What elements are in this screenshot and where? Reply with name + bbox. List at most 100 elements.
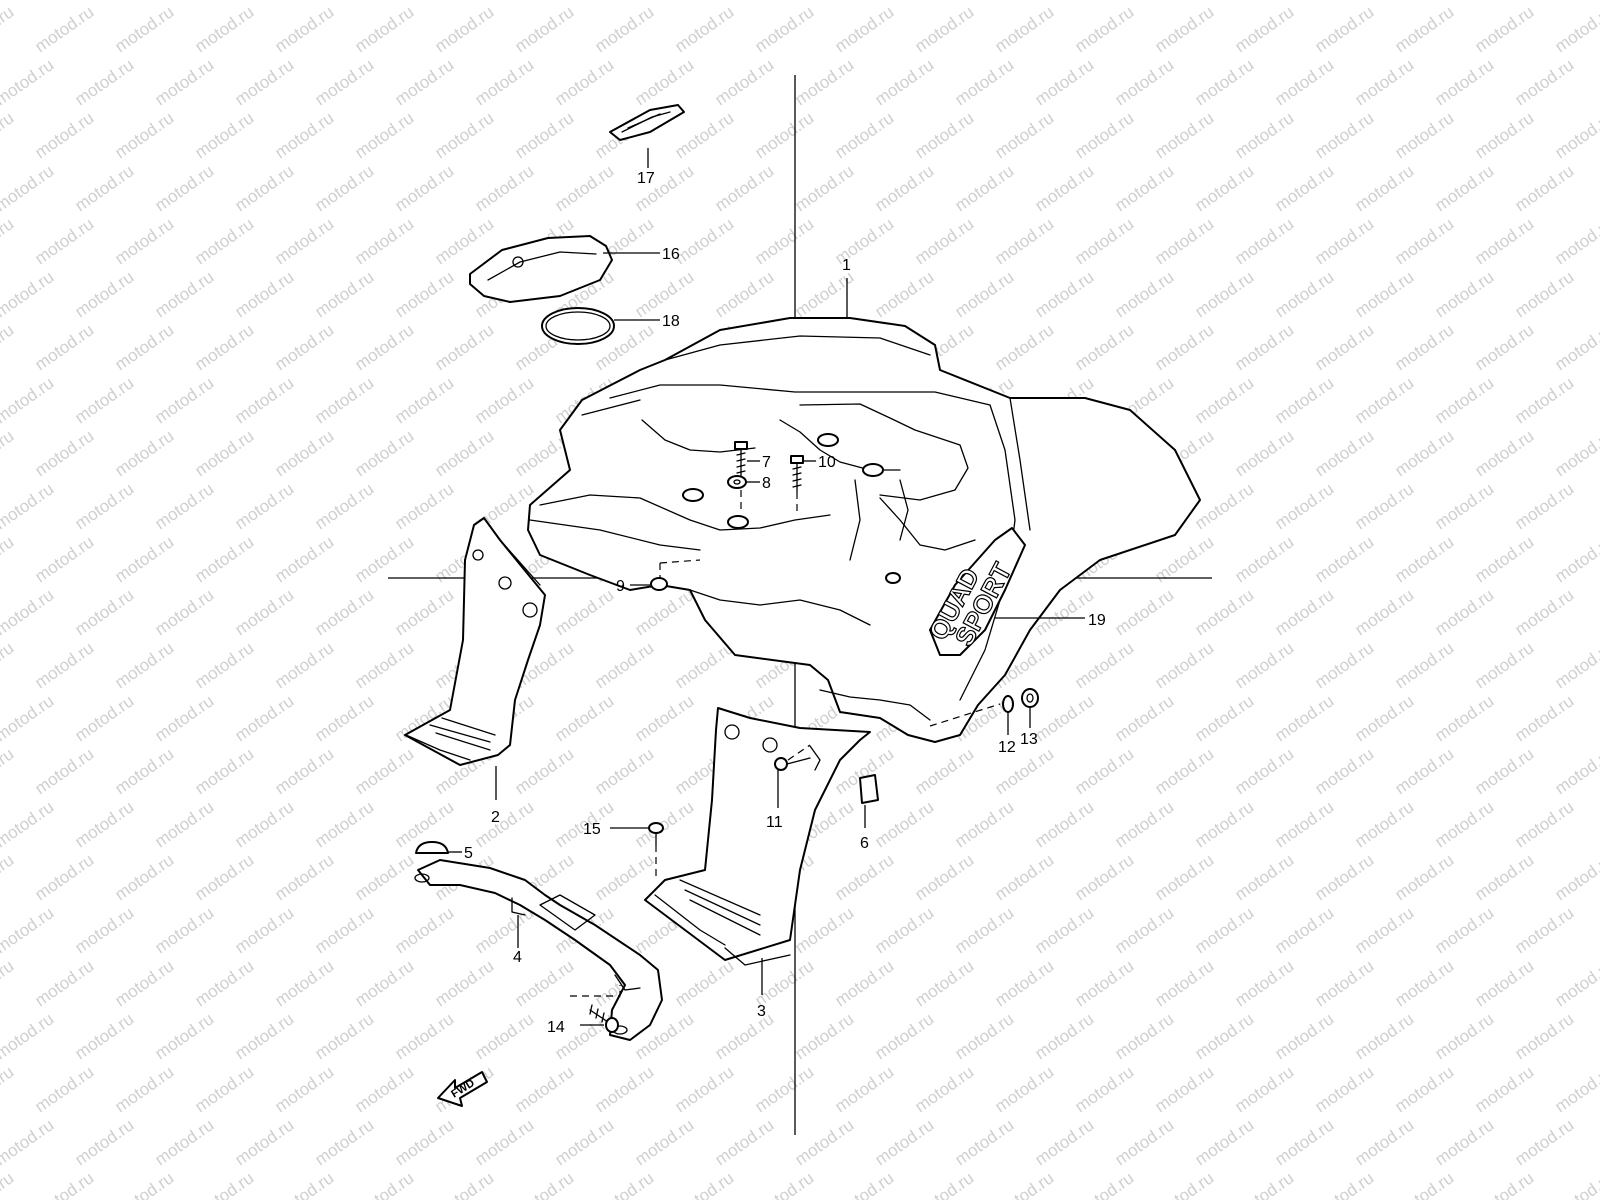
watermark-text: motod.ru bbox=[1471, 1062, 1537, 1116]
watermark-text: motod.ru bbox=[0, 320, 17, 374]
watermark-text: motod.ru bbox=[1071, 638, 1137, 692]
watermark-text: motod.ru bbox=[351, 214, 417, 268]
callout-2: 2 bbox=[491, 809, 500, 826]
watermark-text: motod.ru bbox=[951, 0, 1017, 3]
watermark-text: motod.ru bbox=[271, 744, 337, 798]
watermark-text: motod.ru bbox=[271, 850, 337, 904]
watermark-text: motod.ru bbox=[1071, 320, 1137, 374]
watermark-text: motod.ru bbox=[751, 108, 817, 162]
watermark-text: motod.ru bbox=[1071, 108, 1137, 162]
watermark-text: motod.ru bbox=[1191, 691, 1257, 745]
watermark-text: motod.ru bbox=[711, 0, 777, 3]
watermark-text: motod.ru bbox=[1151, 2, 1217, 56]
watermark-text: motod.ru bbox=[991, 956, 1057, 1010]
watermark-text: motod.ru bbox=[191, 426, 257, 480]
watermark-text: motod.ru bbox=[671, 956, 737, 1010]
watermark-text: motod.ru bbox=[1431, 267, 1497, 321]
watermark-text: motod.ru bbox=[1431, 479, 1497, 533]
watermark-text: motod.ru bbox=[1271, 585, 1337, 639]
watermark-text: motod.ru bbox=[471, 903, 537, 957]
part-6-pad bbox=[859, 774, 879, 804]
watermark-text: motod.ru bbox=[1471, 214, 1537, 268]
watermark-text: motod.ru bbox=[471, 55, 537, 109]
watermark-text: motod.ru bbox=[1231, 744, 1297, 798]
watermark-text: motod.ru bbox=[551, 1115, 617, 1169]
watermark-text: motod.ru bbox=[151, 0, 217, 3]
watermark-text: motod.ru bbox=[31, 638, 97, 692]
watermark-text: motod.ru bbox=[711, 55, 777, 109]
watermark-text: motod.ru bbox=[791, 1115, 857, 1169]
watermark-text: motod.ru bbox=[391, 161, 457, 215]
watermark-text: motod.ru bbox=[1431, 55, 1497, 109]
watermark-text: motod.ru bbox=[1351, 585, 1417, 639]
watermark-text: motod.ru bbox=[31, 956, 97, 1010]
callout-8: 8 bbox=[762, 475, 771, 492]
watermark-text: motod.ru bbox=[0, 373, 57, 427]
watermark-text: motod.ru bbox=[191, 744, 257, 798]
watermark-text: motod.ru bbox=[71, 691, 137, 745]
watermark-text: motod.ru bbox=[431, 2, 497, 56]
watermark-text: motod.ru bbox=[1471, 956, 1537, 1010]
callout-15: 15 bbox=[583, 821, 601, 838]
leader-lines bbox=[448, 148, 1085, 1026]
watermark-text: motod.ru bbox=[311, 479, 377, 533]
watermark-text: motod.ru bbox=[1431, 691, 1497, 745]
watermark-text: motod.ru bbox=[271, 1062, 337, 1116]
watermark-text: motod.ru bbox=[191, 850, 257, 904]
watermark-text: motod.ru bbox=[71, 161, 137, 215]
watermark-text: motod.ru bbox=[0, 161, 57, 215]
watermark-text: motod.ru bbox=[1511, 691, 1577, 745]
part-12-washer bbox=[1002, 695, 1014, 713]
watermark-text: motod.ru bbox=[31, 1168, 97, 1200]
watermark-text: motod.ru bbox=[671, 2, 737, 56]
watermark-text: motod.ru bbox=[1111, 161, 1177, 215]
watermark-text: motod.ru bbox=[191, 1062, 257, 1116]
watermark-text: motod.ru bbox=[1071, 2, 1137, 56]
watermark-text: motod.ru bbox=[1471, 1168, 1537, 1200]
watermark-text: motod.ru bbox=[431, 320, 497, 374]
watermark-text: motod.ru bbox=[1511, 55, 1577, 109]
watermark-text: motod.ru bbox=[1511, 585, 1577, 639]
watermark-text: motod.ru bbox=[551, 1009, 617, 1063]
watermark-text: motod.ru bbox=[151, 161, 217, 215]
watermark-text: motod.ru bbox=[31, 532, 97, 586]
watermark-text: motod.ru bbox=[71, 797, 137, 851]
watermark-text: motod.ru bbox=[111, 532, 177, 586]
watermark-text: motod.ru bbox=[471, 1115, 537, 1169]
watermark-text: motod.ru bbox=[1551, 1062, 1600, 1116]
callout-14: 14 bbox=[547, 1019, 565, 1036]
watermark-text: motod.ru bbox=[1351, 903, 1417, 957]
watermark-text: motod.ru bbox=[0, 956, 17, 1010]
watermark-text: motod.ru bbox=[1391, 1062, 1457, 1116]
watermark-text: motod.ru bbox=[591, 1062, 657, 1116]
watermark-text: motod.ru bbox=[1551, 532, 1600, 586]
watermark-text: motod.ru bbox=[0, 108, 17, 162]
watermark-text: motod.ru bbox=[1391, 532, 1457, 586]
watermark-text: motod.ru bbox=[631, 691, 697, 745]
part-14-bolt bbox=[589, 1004, 619, 1033]
watermark-text: motod.ru bbox=[0, 585, 57, 639]
watermark-text: motod.ru bbox=[1191, 903, 1257, 957]
watermark-text: motod.ru bbox=[1191, 479, 1257, 533]
watermark-text: motod.ru bbox=[351, 1168, 417, 1200]
watermark-text: motod.ru bbox=[1111, 1009, 1177, 1063]
watermark-text: motod.ru bbox=[671, 1168, 737, 1200]
watermark-text: motod.ru bbox=[311, 267, 377, 321]
watermark-text: motod.ru bbox=[1231, 426, 1297, 480]
watermark-text: motod.ru bbox=[0, 638, 17, 692]
watermark-text: motod.ru bbox=[191, 320, 257, 374]
watermark-text: motod.ru bbox=[111, 108, 177, 162]
part-1-rear-fender: QUAD SPORT bbox=[527, 317, 1201, 743]
watermark-text: motod.ru bbox=[1231, 108, 1297, 162]
watermark-text: motod.ru bbox=[351, 850, 417, 904]
callout-17: 17 bbox=[637, 170, 655, 187]
watermark-text: motod.ru bbox=[951, 903, 1017, 957]
watermark-text: motod.ru bbox=[1191, 55, 1257, 109]
watermark-text: motod.ru bbox=[511, 744, 577, 798]
callout-5: 5 bbox=[464, 845, 473, 862]
watermark-text: motod.ru bbox=[671, 108, 737, 162]
watermark-text: motod.ru bbox=[0, 55, 57, 109]
part-16-tool-bag bbox=[469, 235, 613, 303]
part-2-left-footrest bbox=[404, 517, 546, 766]
part-10-bolt bbox=[790, 455, 804, 493]
